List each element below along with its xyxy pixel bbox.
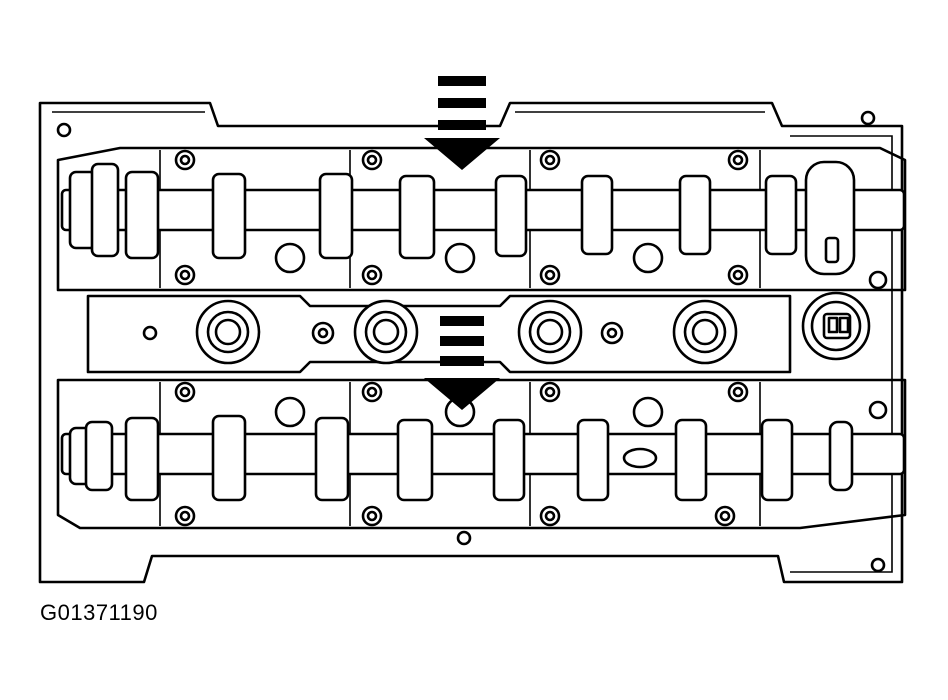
upper-cam-front-journal bbox=[68, 162, 120, 258]
upper-cam-lobe-6 bbox=[580, 174, 614, 256]
upper-bolts bbox=[174, 149, 749, 286]
upper-cam-lobe-8 bbox=[764, 174, 798, 256]
lower-bolts bbox=[174, 381, 749, 527]
upper-cam-lobe-1 bbox=[124, 170, 160, 260]
spark-plug-gallery bbox=[86, 270, 888, 420]
spark-plug-well-3 bbox=[517, 299, 583, 365]
lower-cam-front-journal bbox=[68, 420, 114, 492]
down-arrow-dashed-icon bbox=[424, 316, 500, 410]
upper-cam-lobe-2 bbox=[211, 172, 247, 260]
upper-cam-lobe-5 bbox=[494, 174, 528, 258]
lower-cam-lobe-1 bbox=[124, 416, 160, 502]
lower-cam-lobe-7 bbox=[674, 418, 708, 502]
figure-id-label: G01371190 bbox=[40, 600, 158, 625]
spark-plug-well-1 bbox=[195, 299, 261, 365]
upper-cam-lobe-3 bbox=[318, 172, 354, 260]
lower-cam-lobe-4 bbox=[396, 418, 434, 502]
lower-cam-lobe-2 bbox=[211, 414, 247, 502]
cam-position-sensor bbox=[801, 291, 871, 361]
spark-plug-well-4 bbox=[672, 299, 738, 365]
upper-camshaft bbox=[60, 160, 906, 276]
upper-cam-lobe-4 bbox=[398, 174, 436, 260]
lower-cam-lobe-3 bbox=[314, 416, 350, 502]
valve-spring-caps bbox=[274, 242, 664, 428]
spark-plug-well-2 bbox=[353, 299, 419, 365]
lower-cam-lobe-5 bbox=[492, 418, 526, 502]
lower-cam-rear-journal bbox=[828, 420, 854, 492]
lower-cam-lobe-6 bbox=[576, 418, 610, 502]
lower-camshaft bbox=[60, 414, 906, 502]
lower-cam-lobe-8 bbox=[760, 418, 794, 502]
upper-cam-sprocket-end bbox=[804, 160, 856, 276]
down-arrow-dashed-icon bbox=[424, 76, 500, 170]
upper-cam-lobe-7 bbox=[678, 174, 712, 256]
